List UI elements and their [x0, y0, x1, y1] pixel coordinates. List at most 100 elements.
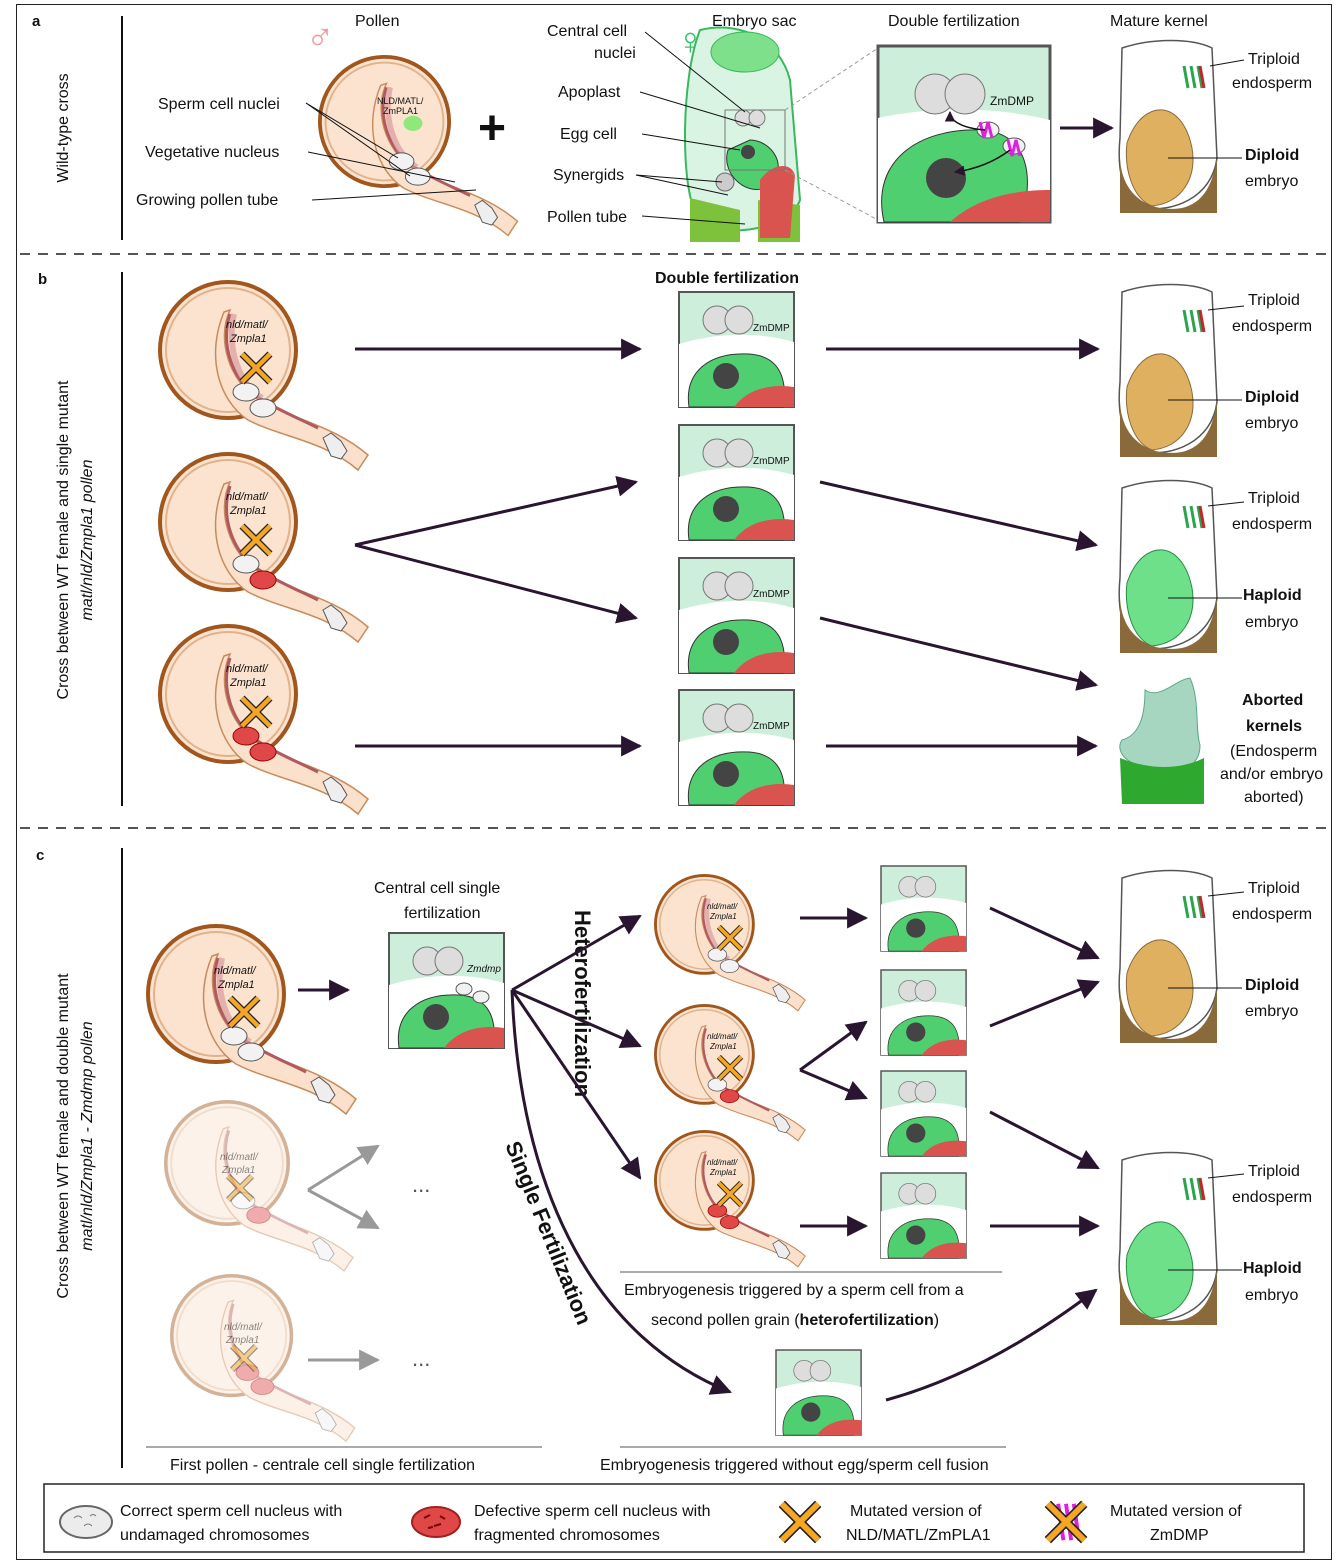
kernel-c-1-l3: Diploid: [1245, 977, 1299, 994]
pollen-c-first-label-1: nld/matl/: [214, 965, 257, 977]
kernel-b-2-l4: embryo: [1245, 614, 1298, 631]
singlefert-label: Single Fertilization: [500, 1138, 596, 1329]
arrow-c-faded-1b: [307, 1188, 380, 1230]
kernel-b-2: [1117, 479, 1219, 655]
pollen-b-2-label-1: nld/matl/: [226, 491, 269, 503]
kernel-a-emb-1: Diploid: [1245, 147, 1299, 164]
kernel-b-1-l2: endosperm: [1232, 318, 1312, 335]
kernel-c-2-l2: endosperm: [1232, 1189, 1312, 1206]
kernel-b-1-l3: Diploid: [1245, 389, 1299, 406]
pollen-c-h1-label-2: Zmpla1: [709, 912, 737, 921]
kernel-c-1-l2: endosperm: [1232, 906, 1312, 923]
kernel-a-endo-1: Triploid: [1248, 51, 1300, 68]
zoom-line-top: [784, 47, 879, 111]
central-fert-box: [388, 932, 505, 1049]
fert-box-b-4: [678, 689, 795, 806]
leader-syn-1: [635, 174, 723, 183]
arrow-c-single: [510, 989, 732, 1395]
panel-b-row-label-1: Cross between WT female and single mutan…: [55, 380, 72, 700]
central-title-2: fertilization: [404, 905, 480, 922]
caption-hetero-close: ): [934, 1312, 939, 1329]
pollen-inner-label-2: ZmPLA1: [383, 106, 418, 116]
panel-c-letter: c: [36, 847, 44, 864]
leader-central: [644, 31, 746, 113]
leader-a-endo: [1209, 59, 1245, 67]
zoom-zmdmp-label: ZmDMP: [990, 94, 1034, 108]
legend-defective-nucleus-icon: [411, 1506, 461, 1538]
zoom-line-bottom: [784, 169, 879, 221]
fert-b-2-zmdmp: ZmDMP: [753, 456, 790, 467]
caption-hetero-1: Embryogenesis triggered by a sperm cell …: [624, 1282, 964, 1299]
label-egg-cell: Egg cell: [560, 126, 617, 143]
pollen-c-h3-label-1: nld/matl/: [707, 1158, 738, 1167]
double-fertilization-zoom: [876, 44, 1052, 224]
panel-c-row-label-2: matl/nld/Zmpla1 - Zmdmp pollen: [79, 1021, 96, 1251]
pollen-title: Pollen: [355, 13, 399, 30]
label-central-cell-1: Central cell: [547, 23, 627, 40]
caption-nofusion: Embryogenesis triggered without egg/sper…: [600, 1457, 989, 1474]
legend-correct-1: Correct sperm cell nucleus with: [120, 1503, 342, 1520]
arrow-c-faded-1a: [307, 1144, 380, 1192]
panel-b-center-title: Double fertilization: [655, 270, 799, 287]
kernel-b-1-l4: embryo: [1245, 415, 1298, 432]
pollen-inner-label-1: NLD/MATL/: [377, 96, 424, 106]
aborted-5: aborted): [1244, 789, 1304, 806]
arrow-c-out-3: [989, 1110, 1100, 1170]
arrow-c-out-1: [989, 906, 1100, 960]
fert-box-c-2: [880, 969, 967, 1056]
pollen-c-h3-label-2: Zmpla1: [709, 1168, 737, 1177]
central-title-1: Central cell single: [374, 880, 500, 897]
fert-box-c-3: [880, 1070, 967, 1157]
leader-syn-2: [635, 174, 729, 196]
fert-box-c-single: [775, 1349, 862, 1436]
legend-correct-nucleus-icon: [59, 1505, 113, 1539]
leader-b1-endo: [1207, 305, 1245, 311]
kernel-b-2-l2: endosperm: [1232, 516, 1312, 533]
arrow-c-out-single: [885, 1288, 1098, 1402]
pollen-b-3-label-1: nld/matl/: [226, 663, 269, 675]
arrow-c-hetero-2: [511, 988, 642, 1049]
arrow-c-hetero-1: [511, 914, 642, 992]
arrow-c-out-2: [989, 979, 1100, 1028]
label-apoplast: Apoplast: [558, 84, 621, 101]
pollen-grain-wt: [320, 57, 518, 236]
kernel-c-1: [1117, 869, 1219, 1045]
legend-defective-2: fragmented chromosomes: [474, 1527, 660, 1544]
pollen-c-faded-2-label-2: Zmpla1: [225, 1335, 259, 1346]
aborted-2: kernels: [1246, 718, 1302, 735]
pollen-c-h2-label-2: Zmpla1: [709, 1042, 737, 1051]
kernel-b-1: [1117, 283, 1219, 459]
kernel-b-1-l1: Triploid: [1248, 292, 1300, 309]
fert-b-1-zmdmp: ZmDMP: [753, 323, 790, 334]
mature-kernel-title: Mature kernel: [1110, 13, 1208, 30]
fert-box-b-3: [678, 557, 795, 674]
pollen-c-faded-2: [169, 1274, 357, 1443]
kernel-a-emb-2: embryo: [1245, 173, 1298, 190]
pollen-b-3-label-2: Zmpla1: [229, 677, 267, 689]
legend-mut2-1: Mutated version of: [1110, 1503, 1242, 1520]
kernel-b-2-l1: Triploid: [1248, 490, 1300, 507]
arrow-b-2a: [354, 475, 639, 547]
embryo-sac-illustration: [684, 26, 802, 242]
leader-vegetative: [307, 151, 456, 183]
fert-b-4-zmdmp: ZmDMP: [753, 721, 790, 732]
arrow-b-out-3: [819, 616, 1099, 691]
panel-a-row-label: Wild-type cross: [55, 73, 72, 182]
double-fert-title: Double fertilization: [888, 13, 1020, 30]
kernel-c-2-l1: Triploid: [1248, 1163, 1300, 1180]
kernel-c-2-l3: Haploid: [1243, 1260, 1302, 1277]
fert-box-b-2: [678, 424, 795, 541]
pollen-b-1-label-2: Zmpla1: [229, 333, 267, 345]
leader-apoplast: [639, 91, 761, 129]
kernel-a: [1117, 39, 1219, 215]
plus-sign: +: [478, 102, 506, 155]
leader-sperm: [305, 102, 399, 159]
leader-egg: [641, 133, 741, 151]
pollen-c-faded-2-label-1: nld/matl/: [224, 1322, 263, 1333]
kernel-a-endo-2: endosperm: [1232, 75, 1312, 92]
fert-b-3-zmdmp: ZmDMP: [753, 589, 790, 600]
aborted-1: Aborted: [1242, 692, 1303, 709]
pollen-b-1-label-1: nld/matl/: [226, 319, 269, 331]
legend-correct-2: undamaged chromosomes: [120, 1527, 309, 1544]
panel-b-row-label-2: matl/nld/Zmpla1 pollen: [79, 459, 96, 620]
